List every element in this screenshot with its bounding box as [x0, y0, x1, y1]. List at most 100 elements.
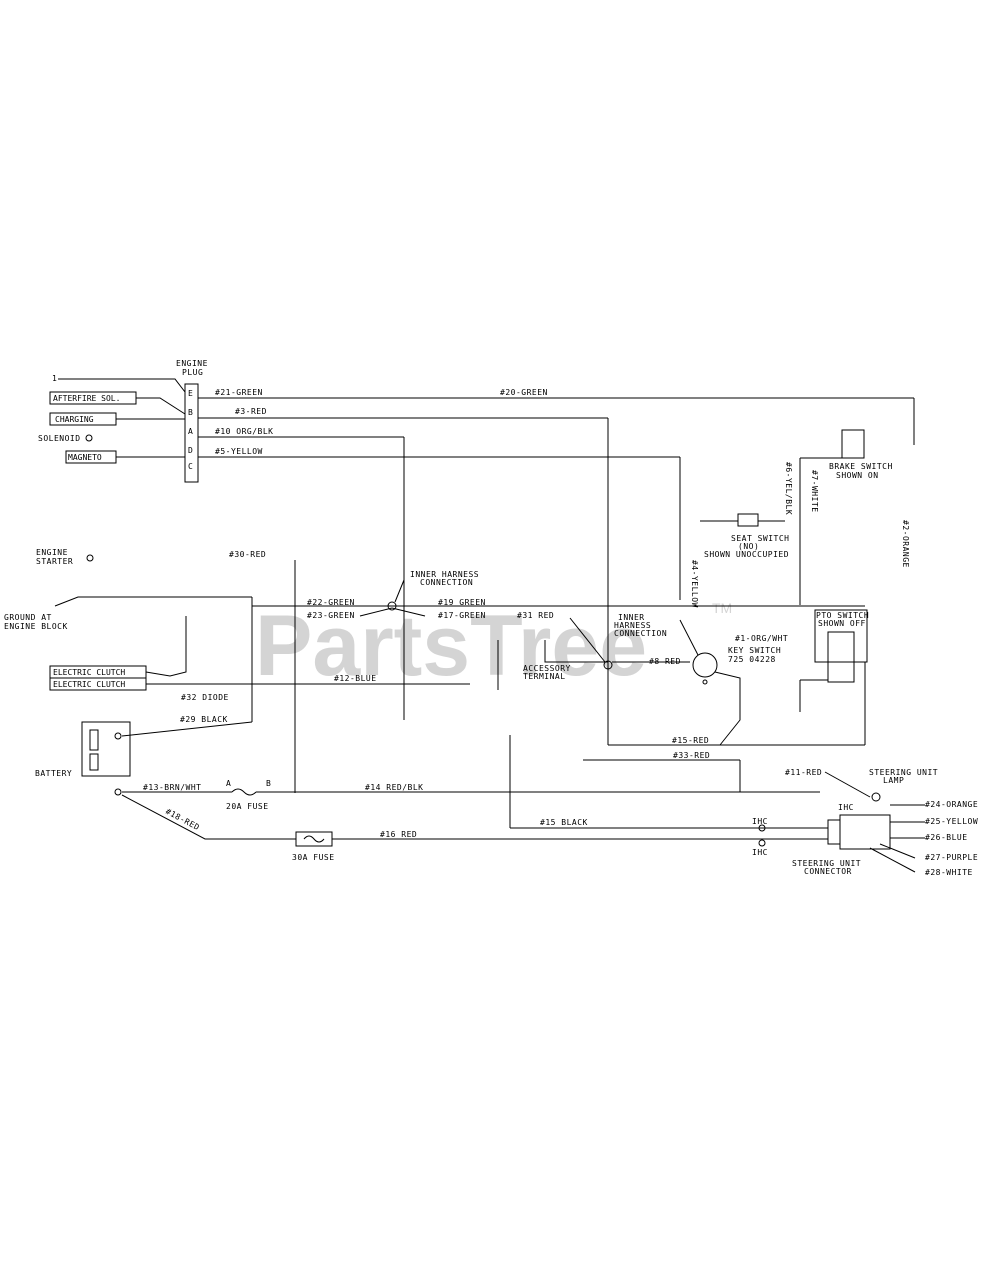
wire-29-black: [121, 721, 253, 737]
wire-29-label: #29 BLACK: [180, 715, 228, 724]
ground-label1: GROUND AT: [4, 613, 52, 622]
battery-neg-terminal: [114, 732, 122, 740]
battery-label: BATTERY: [35, 769, 72, 778]
wire-30-label: #30-RED: [229, 550, 266, 559]
clutch-wire-a: [145, 616, 187, 677]
plug-pin-c: C: [188, 462, 193, 471]
wire-14-label: #14 RED/BLK: [365, 783, 423, 792]
fuse-30a-symbol: [303, 835, 325, 843]
wire-19-label: #19 GREEN: [438, 598, 486, 607]
right-label-27: #27-PURPLE: [925, 853, 978, 862]
accessory-label1: ACCESSORY: [523, 664, 571, 673]
steering-connector-plug: [827, 819, 841, 845]
pto-switch-box: [814, 609, 868, 663]
starter-terminal: [86, 554, 94, 562]
engine-plug-subtitle: PLUG: [182, 368, 203, 377]
wire-31-label: #31 RED: [517, 611, 554, 620]
pto-label1: PTO SWITCH: [816, 611, 869, 620]
magneto-label: MAGNETO: [68, 453, 102, 462]
wire-11-pointer: [824, 771, 871, 798]
battery-pos-terminal: [114, 788, 122, 796]
accessory-label2: TERMINAL: [523, 672, 566, 681]
wire-10-label: #10 ORG/BLK: [215, 427, 273, 436]
ihc-terminal-1: [758, 824, 766, 832]
pto-label2: SHOWN OFF: [818, 619, 866, 628]
seat-switch-box: [737, 513, 759, 527]
harness-pointer: [394, 579, 405, 603]
inner-harness1-label2: CONNECTION: [420, 578, 473, 587]
fuse-30a-label: 30A FUSE: [292, 853, 335, 862]
brake-switch-label1: BRAKE SWITCH: [829, 462, 893, 471]
steering-connector-box: [839, 814, 891, 850]
plug-pin-a: A: [188, 427, 193, 436]
seat-switch-label2: (NO): [738, 542, 759, 551]
charging-label: CHARGING: [55, 415, 94, 424]
key-switch-pin: [702, 679, 708, 685]
inner-harness2-label1: INNER: [618, 613, 645, 622]
wire-pin1: [58, 378, 186, 393]
wire-4-label: #4-YELLOW: [690, 560, 699, 608]
wire-11-label: #11-RED: [785, 768, 822, 777]
wire-17-label: #17-GREEN: [438, 611, 486, 620]
seat-switch-label1: SEAT SWITCH: [731, 534, 789, 543]
wire-1-label: #1-ORG/WHT: [735, 634, 788, 643]
inner-harness2-label3: CONNECTION: [614, 629, 667, 638]
clutch-label-2: ELECTRIC CLUTCH: [53, 680, 125, 689]
clutch-label-1: ELECTRIC CLUTCH: [53, 668, 125, 677]
right-label-28: #28-WHITE: [925, 868, 973, 877]
inner-harness1-label1: INNER HARNESS: [410, 570, 479, 579]
wire-7-label: #7-WHITE: [810, 470, 819, 513]
fuse-20a-label: 20A FUSE: [226, 802, 269, 811]
steering-conn-label2: CONNECTOR: [804, 867, 852, 876]
wire-13-label: #13-BRN/WHT: [143, 783, 201, 792]
fuse20-pin-a: A: [226, 779, 231, 788]
ihc-label-1: IHC: [838, 803, 854, 812]
inner-harness2-label2: HARNESS: [614, 621, 651, 630]
ihc-terminal-2: [758, 839, 766, 847]
right-wire-27: [879, 843, 916, 859]
wire-8-label: #8 RED: [649, 657, 681, 666]
wire-2-label: #2-ORANGE: [901, 520, 910, 568]
wire-18-label: #18-RED: [164, 807, 201, 832]
ground-wire: [54, 596, 252, 607]
seat-switch-label3: SHOWN UNOCCUPIED: [704, 550, 789, 559]
wire-16-label: #16 RED: [380, 830, 417, 839]
wire-3-label: #3-RED: [235, 407, 267, 416]
solenoid-label: SOLENOID: [38, 434, 81, 443]
fuse-20a-symbol: [231, 788, 257, 796]
wire-17-seg: [391, 607, 426, 617]
engine-plug-box: [184, 383, 199, 483]
brake-switch-label2: SHOWN ON: [836, 471, 879, 480]
wire-15black-label: #15 BLACK: [540, 818, 588, 827]
key-switch-pointer: [679, 619, 699, 656]
right-label-24: #24-ORANGE: [925, 800, 978, 809]
plug-wire-1-label: 1: [52, 374, 57, 383]
right-label-26: #26-BLUE: [925, 833, 968, 842]
ground-label2: ENGINE BLOCK: [4, 622, 68, 631]
battery-cell-2: [89, 753, 99, 771]
engine-starter-label1: ENGINE: [36, 548, 68, 557]
steering-lamp-label1: STEERING UNIT: [869, 768, 938, 777]
wire-18-red: [121, 794, 296, 840]
ihc-label-2: IHC: [752, 817, 768, 826]
steering-lamp-label2: LAMP: [883, 776, 904, 785]
battery-box: [81, 721, 131, 777]
right-wire-28: [869, 847, 916, 873]
watermark-tm: TM: [712, 600, 732, 616]
fuse20-pin-b: B: [266, 779, 271, 788]
wire-afterfire: [136, 397, 186, 415]
wire-22-label: #22-GREEN: [307, 598, 355, 607]
key-switch-label1: KEY SWITCH: [728, 646, 781, 655]
wire-6-label: #6-YEL/BLK: [784, 462, 793, 515]
wire-23-label: #23-GREEN: [307, 611, 355, 620]
engine-starter-label2: STARTER: [36, 557, 73, 566]
accessory-pointer: [569, 617, 606, 663]
steering-lamp: [871, 792, 881, 802]
key-switch-label2: 725 04228: [728, 655, 776, 664]
pto-switch-inner: [827, 631, 855, 683]
diode-label: #32 DIODE: [181, 693, 229, 702]
solenoid-terminal: [85, 434, 93, 442]
key-switch-body: [692, 652, 718, 678]
